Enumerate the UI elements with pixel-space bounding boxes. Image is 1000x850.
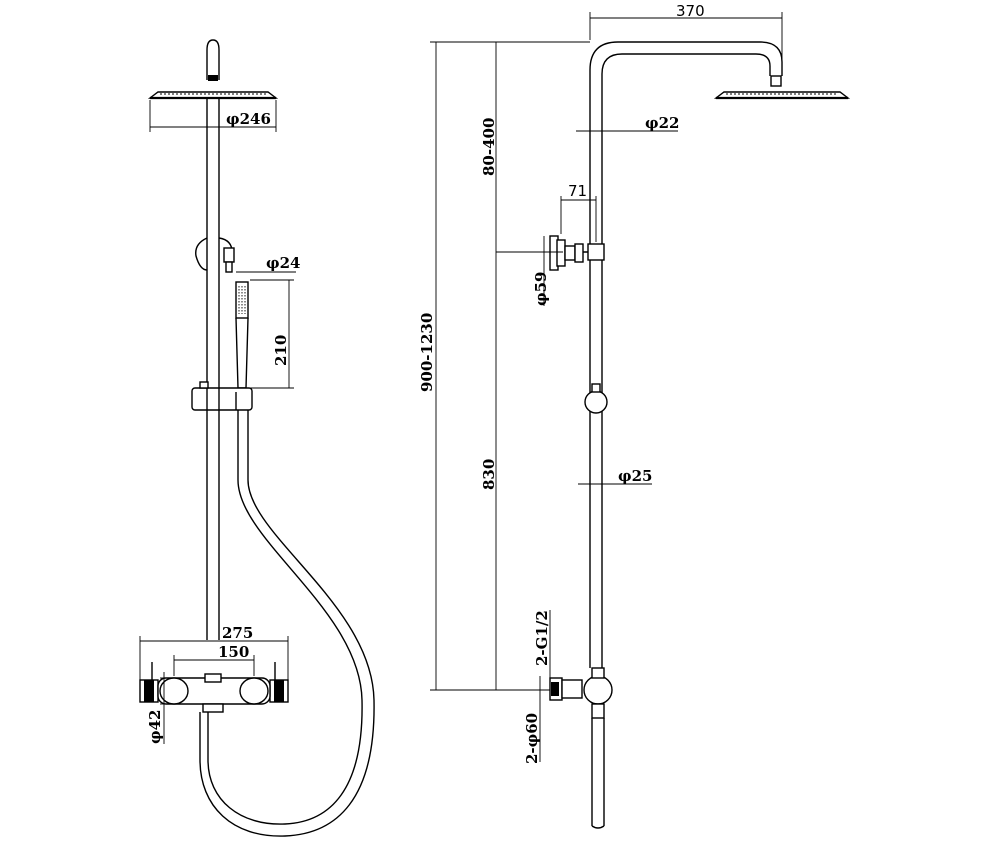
label-bracket-depth: 71 bbox=[568, 182, 587, 200]
label-holder-diameter: φ24 bbox=[266, 254, 300, 272]
dim-inlet-thread: 2-G1/2 bbox=[533, 610, 551, 678]
dim-mixer-diameter: φ42 bbox=[146, 672, 176, 744]
label-total-height: 900-1230 bbox=[418, 313, 436, 392]
label-bracket-diameter: φ59 bbox=[532, 272, 550, 306]
label-rail-height: 830 bbox=[480, 459, 498, 490]
arm-inner bbox=[601, 53, 771, 250]
thermostatic-mixer-front bbox=[139, 662, 289, 713]
dim-mixer-width: 275 bbox=[139, 624, 289, 680]
dim-hand-shower-length: 210 bbox=[250, 279, 294, 389]
label-hand-shower-length: 210 bbox=[272, 335, 290, 366]
dim-rail-height: 830 bbox=[480, 252, 498, 690]
label-mixer-diameter: φ42 bbox=[146, 710, 164, 744]
dim-arm-drop: 80-400 bbox=[480, 42, 563, 253]
dim-arm-length: 370 bbox=[589, 2, 783, 74]
dim-holder-diameter: φ24 bbox=[236, 254, 300, 273]
thermostatic-mixer-side bbox=[549, 667, 613, 829]
hand-shower bbox=[235, 281, 249, 389]
head-connector bbox=[208, 75, 218, 81]
label-escutcheon-diameter: 2-φ60 bbox=[523, 713, 541, 764]
label-rail-diameter: φ25 bbox=[618, 467, 652, 485]
dim-inlet-spacing: 150 bbox=[173, 643, 255, 676]
hose bbox=[199, 410, 375, 837]
label-arm-pipe-diameter: φ22 bbox=[645, 114, 679, 132]
dim-arm-pipe-diameter: φ22 bbox=[576, 114, 679, 132]
wall-bracket-side bbox=[549, 235, 605, 271]
label-arm-drop: 80-400 bbox=[480, 118, 498, 176]
slide-holder-side bbox=[584, 390, 608, 414]
dim-total-height: 900-1230 bbox=[418, 41, 590, 691]
dim-rail-diameter: φ25 bbox=[578, 467, 652, 485]
dim-bracket-depth: 71 bbox=[560, 182, 597, 242]
label-mixer-width: 275 bbox=[222, 624, 253, 642]
side-view: 370 900-1230 80-400 830 φ22 bbox=[418, 2, 851, 829]
label-inlet-spacing: 150 bbox=[218, 643, 249, 661]
label-arm-length: 370 bbox=[676, 2, 705, 20]
dim-bracket-diameter: φ59 bbox=[532, 236, 550, 306]
dim-escutcheon-diameter: 2-φ60 bbox=[523, 676, 541, 764]
wall-bracket-front bbox=[195, 237, 235, 273]
dim-head-diameter: φ246 bbox=[149, 100, 277, 132]
arm-head-connector bbox=[770, 75, 782, 87]
front-view: φ246 φ24 210 275 150 bbox=[139, 39, 375, 837]
label-inlet-thread: 2-G1/2 bbox=[533, 610, 551, 666]
riser-top bbox=[206, 39, 220, 80]
slide-holder bbox=[191, 381, 253, 411]
rain-shower-head bbox=[147, 91, 279, 100]
label-head-diameter: φ246 bbox=[226, 110, 271, 128]
rain-shower-head-side bbox=[713, 91, 851, 100]
arm-outer bbox=[589, 41, 783, 250]
